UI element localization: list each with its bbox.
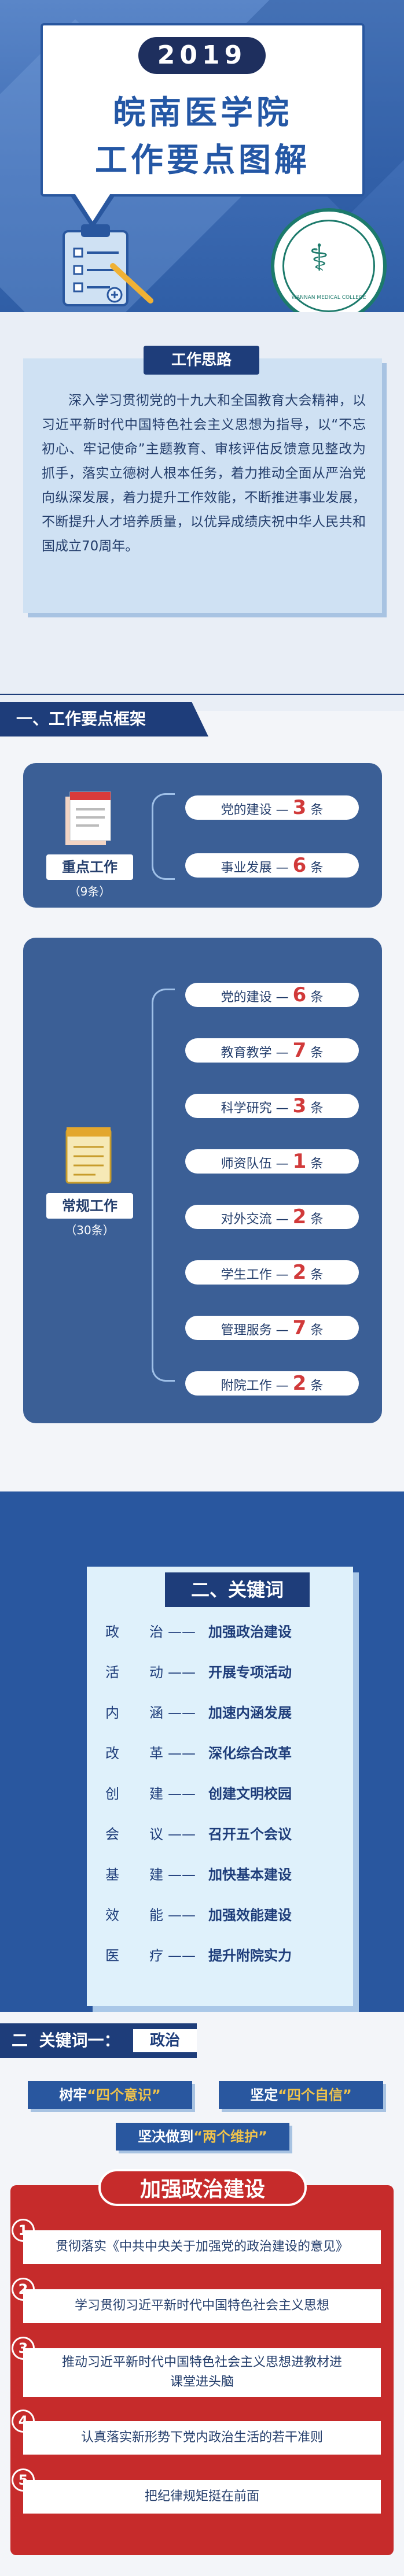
slogan: 坚决做到“两个维护” xyxy=(116,2123,289,2151)
political-item: 贯彻落实《中共中央关于加强党的政治建设的意见》 xyxy=(23,2230,381,2264)
key-work-label: 重点工作 xyxy=(46,854,133,880)
political-item: 认真落实新形势下党内政治生活的若干准则 xyxy=(23,2421,381,2455)
routine-item: 附院工作 — 2 条 xyxy=(185,1371,359,1396)
keyword-one-tag: 政治 xyxy=(133,2029,197,2052)
routine-item: 管理服务 — 7 条 xyxy=(185,1316,359,1340)
key-item: 党的建设 — 3 条 xyxy=(185,795,359,820)
political-item: 把纪律规矩挺在前面 xyxy=(23,2480,381,2514)
work-idea-badge: 工作思路 xyxy=(144,346,259,375)
work-idea-card xyxy=(23,358,382,613)
keyword-row: 会议——召开五个会议 xyxy=(105,1826,292,1842)
section-framework-title: 一、工作要点框架 xyxy=(0,702,208,736)
routine-work-count: （30条） xyxy=(65,1223,115,1237)
keyword-row: 基建——加快基本建设 xyxy=(105,1867,292,1883)
routine-item: 教育教学 — 7 条 xyxy=(185,1038,359,1063)
year-badge: 2019 xyxy=(138,37,266,74)
school-title: 皖南医学院 xyxy=(113,94,292,132)
political-building-title: 加强政治建设 xyxy=(98,2169,307,2206)
slogan: 树牢“四个意识” xyxy=(28,2081,192,2109)
routine-work-label: 常规工作 xyxy=(46,1193,133,1219)
keyword-row: 医疗——提升附院实力 xyxy=(105,1948,292,1964)
key-work-count: （9条） xyxy=(68,884,111,898)
routine-item: 党的建设 — 6 条 xyxy=(185,983,359,1007)
key-item: 事业发展 — 6 条 xyxy=(185,853,359,878)
slogan: 坚定“四个自信” xyxy=(219,2081,383,2109)
page-title: 工作要点图解 xyxy=(95,142,310,179)
keyword-row: 政治——加强政治建设 xyxy=(105,1624,292,1640)
routine-item: 学生工作 — 2 条 xyxy=(185,1260,359,1285)
work-idea-text: 深入学习贯彻党的十九大和全国教育大会精神，以习近平新时代中国特色社会主义思想为指… xyxy=(42,393,366,554)
keywords-title: 二、关键词 xyxy=(165,1572,310,1607)
political-item: 学习贯彻习近平新时代中国特色社会主义思想 xyxy=(23,2289,381,2323)
keyword-row: 创建——创建文明校园 xyxy=(105,1786,292,1802)
clipboard-icon xyxy=(63,224,153,306)
notepad-icon xyxy=(65,1127,112,1184)
keyword-row: 效能——加强效能建设 xyxy=(105,1907,292,1923)
document-stack-icon xyxy=(65,791,111,845)
political-item: 推动习近平新时代中国特色社会主义思想进教材进课堂进头脑 xyxy=(23,2348,381,2397)
routine-item: 对外交流 — 2 条 xyxy=(185,1205,359,1229)
keyword-row: 活动——开展专项活动 xyxy=(105,1664,292,1681)
routine-item: 师资队伍 — 1 条 xyxy=(185,1149,359,1174)
logo-text: WANNAN MEDICAL COLLEGE xyxy=(291,295,366,301)
college-logo: ⚕ WANNAN MEDICAL COLLEGE xyxy=(271,208,387,324)
caduceus-icon: ⚕ xyxy=(309,237,329,280)
keyword-row: 改革——深化综合改革 xyxy=(105,1745,292,1761)
keyword-row: 内涵——加速内涵发展 xyxy=(105,1705,292,1721)
routine-item: 科学研究 — 3 条 xyxy=(185,1094,359,1118)
keywords-card xyxy=(87,1567,353,2006)
